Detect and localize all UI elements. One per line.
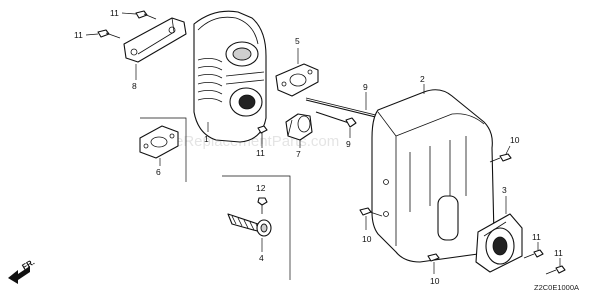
bolt-bottom-left [359, 207, 383, 230]
label-bolt-outlet-1: 11 [532, 232, 541, 242]
nut-collar [285, 113, 313, 148]
bolt-outlet-1 [523, 242, 544, 259]
bolt-bottom-mid [427, 253, 440, 274]
label-gasket-lower: 6 [156, 167, 161, 177]
label-bolt-bottom-left: 10 [362, 234, 372, 244]
label-bracket: 8 [132, 81, 137, 91]
muffler-protector [371, 84, 495, 263]
diagram-code: Z2C0E1000A [534, 283, 579, 292]
label-muffler-body: 1 [204, 134, 209, 144]
muffler-gasket-top [275, 48, 319, 97]
label-bolt-lower-small: 11 [256, 148, 265, 158]
label-bolt-upper-2: 11 [74, 30, 83, 40]
bolt-upper-1 [121, 10, 157, 20]
label-exhaust-outlet: 3 [502, 185, 507, 195]
front-direction-arrow: FR. [8, 257, 36, 284]
label-muffler-protector: 2 [420, 74, 425, 84]
front-direction-label: FR. [21, 257, 37, 271]
spark-screw [257, 197, 268, 214]
label-bolt-bottom-mid: 10 [430, 276, 440, 286]
label-spark-screw: 12 [256, 183, 266, 193]
label-bolt-center: 9 [346, 139, 351, 149]
muffler-bracket [123, 17, 187, 80]
label-bolt-upper-1: 11 [110, 8, 119, 18]
bolt-outlet-2 [545, 258, 566, 275]
muffler-body [193, 10, 267, 143]
spark-arrester [222, 175, 291, 280]
exhaust-outlet [475, 196, 523, 273]
gasket-lower [139, 117, 187, 182]
label-nut-collar: 7 [296, 149, 301, 159]
label-muffler-gasket-top: 5 [295, 36, 300, 46]
bolt-right [489, 145, 512, 163]
label-spark-arrester: 4 [259, 253, 264, 263]
label-bolt-outlet-2: 11 [554, 248, 563, 258]
bolt-upper-2 [85, 29, 121, 39]
bolt-lower-small [257, 125, 268, 148]
label-stud-bolt: 9 [363, 82, 368, 92]
stud-bolt-lower [315, 111, 357, 138]
label-bolt-right: 10 [510, 135, 520, 145]
